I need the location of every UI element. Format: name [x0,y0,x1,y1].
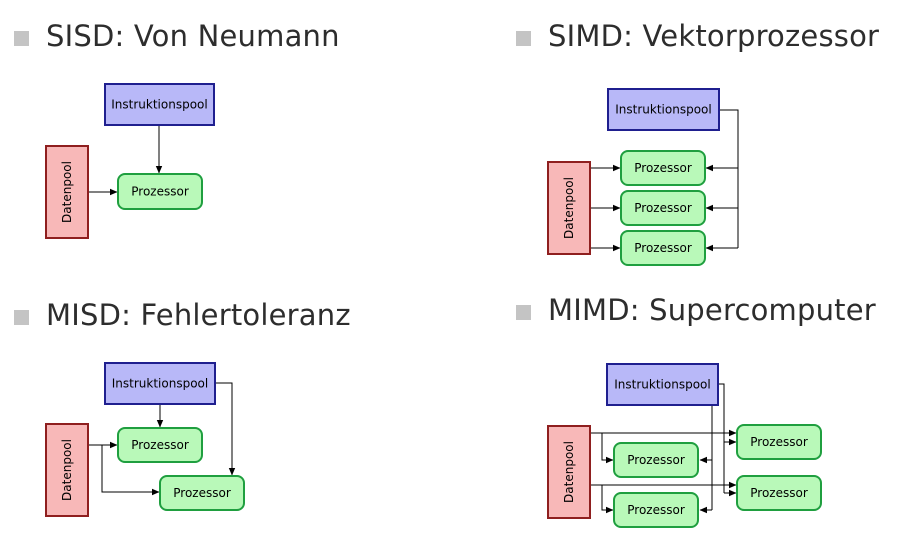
simd-instruction-pool-label: Instruktionspool [615,103,711,117]
misd-title: MISD: Fehlertoleranz [46,298,351,332]
misd-instruction-pool: Instruktionspool [104,362,216,405]
sisd-data-pool-label: Datenpool [60,161,74,223]
simd-instruction-pool: Instruktionspool [607,88,720,131]
simd-processor-1-label: Prozessor [634,161,692,175]
misd-instruction-pool-label: Instruktionspool [112,377,208,391]
misd-edge-data-proc-2 [101,445,160,496]
misd-heading: MISD: Fehlertoleranz [14,298,351,332]
simd-data-pool: Datenpool [547,161,591,255]
mimd-edge-data-proc-l1 [601,433,614,464]
misd-data-pool: Datenpool [45,423,89,517]
sisd-processor: Prozessor [117,173,203,210]
simd-processor-2: Prozessor [620,190,706,226]
mimd-processor-left-2: Prozessor [613,492,699,528]
misd-processor-1-label: Prozessor [131,438,189,452]
mimd-processor-left-1: Prozessor [613,442,699,478]
sisd-instruction-pool-label: Instruktionspool [111,98,207,112]
misd-processor-2-label: Prozessor [173,486,231,500]
simd-title: SIMD: Vektorprozessor [548,19,880,53]
sisd-title: SISD: Von Neumann [46,19,340,53]
mimd-processor-left-1-label: Prozessor [627,453,685,467]
simd-data-pool-label: Datenpool [562,177,576,239]
misd-data-pool-label: Datenpool [60,439,74,501]
mimd-edge-data-proc-l2 [601,485,614,514]
mimd-processor-right-1-label: Prozessor [750,435,808,449]
sisd-instruction-pool: Instruktionspool [104,83,215,126]
simd-processor-3-label: Prozessor [634,241,692,255]
bullet-icon [14,30,29,46]
mimd-processor-left-2-label: Prozessor [627,503,685,517]
mimd-data-pool: Datenpool [547,425,591,519]
mimd-diagram: Instruktionspool Datenpool Prozessor Pro… [547,363,822,528]
mimd-processor-right-2-label: Prozessor [750,486,808,500]
mimd-heading: MIMD: Supercomputer [516,293,876,327]
simd-processor-3: Prozessor [620,230,706,266]
mimd-instruction-pool: Instruktionspool [606,363,719,406]
misd-processor-1: Prozessor [117,427,203,463]
simd-edge-instr-bus [719,109,739,248]
mimd-data-pool-label: Datenpool [562,441,576,503]
sisd-diagram: Instruktionspool Datenpool Prozessor [45,83,215,239]
mimd-processor-right-2: Prozessor [736,475,822,511]
bullet-icon [516,304,531,320]
mimd-instruction-pool-label: Instruktionspool [614,378,710,392]
bullet-icon [516,30,531,46]
mimd-edge-instr-bus-right [718,383,725,493]
simd-processor-1: Prozessor [620,150,706,186]
simd-processor-2-label: Prozessor [634,201,692,215]
mimd-processor-right-1: Prozessor [736,424,822,460]
mimd-title: MIMD: Supercomputer [548,293,876,327]
simd-diagram: Instruktionspool Datenpool Prozessor Pro… [547,88,739,266]
misd-diagram: Instruktionspool Datenpool Prozessor Pro… [45,362,245,517]
misd-edge-instr-proc-2 [215,382,236,476]
misd-processor-2: Prozessor [159,475,245,511]
sisd-processor-label: Prozessor [131,185,189,199]
sisd-data-pool: Datenpool [45,145,89,239]
simd-heading: SIMD: Vektorprozessor [516,19,879,53]
bullet-icon [14,309,29,325]
sisd-heading: SISD: Von Neumann [14,19,340,53]
